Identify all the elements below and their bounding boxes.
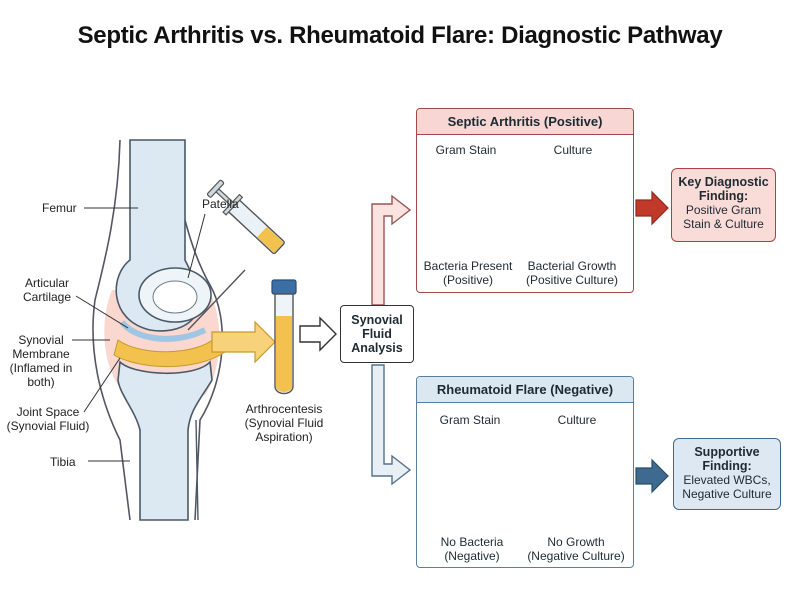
syringe-icon bbox=[187, 179, 285, 331]
arrow-branch-septic bbox=[371, 194, 412, 306]
rheumatoid-flare-panel: Rheumatoid Flare (Negative) Gram Stain C… bbox=[416, 376, 634, 568]
arrow-branch-ra bbox=[371, 364, 412, 486]
fluid-flow-arrow bbox=[211, 320, 276, 364]
anatomy-leader-lines bbox=[72, 207, 206, 462]
label-patella: Patella bbox=[202, 197, 239, 211]
diagram-title: Septic Arthritis vs. Rheumatoid Flare: D… bbox=[77, 22, 723, 49]
septic-arthritis-panel: Septic Arthritis (Positive) Gram Stain C… bbox=[416, 108, 634, 293]
knee-soft-tissue-outline bbox=[92, 139, 131, 521]
label-tibia: Tibia bbox=[50, 455, 76, 469]
ra-gram-caption: No Bacteria(Negative) bbox=[440, 535, 504, 563]
test-tube-icon bbox=[271, 279, 297, 395]
arrow-to-ra-finding bbox=[635, 458, 669, 494]
septic-gram-caption: Bacteria Present(Positive) bbox=[423, 259, 513, 287]
label-joint-space: Joint Space(Synovial Fluid) bbox=[6, 405, 90, 433]
label-femur: Femur bbox=[42, 201, 77, 215]
knee-joint-illustration bbox=[92, 139, 276, 521]
arrow-to-septic-finding bbox=[635, 190, 669, 226]
arrow-to-analysis bbox=[299, 316, 337, 352]
septic-panel-title: Septic Arthritis (Positive) bbox=[417, 109, 633, 135]
ra-culture-caption: No Growth(Negative Culture) bbox=[527, 535, 625, 563]
septic-gram-stain-label: Gram Stain bbox=[435, 143, 497, 157]
septic-culture-label: Culture bbox=[553, 143, 593, 157]
septic-culture-caption: Bacterial Growth(Positive Culture) bbox=[525, 259, 619, 287]
ra-gram-stain-label: Gram Stain bbox=[439, 413, 501, 427]
ra-culture-label: Culture bbox=[557, 413, 597, 427]
ra-panel-title: Rheumatoid Flare (Negative) bbox=[417, 377, 633, 403]
tibia-bone bbox=[117, 360, 213, 521]
